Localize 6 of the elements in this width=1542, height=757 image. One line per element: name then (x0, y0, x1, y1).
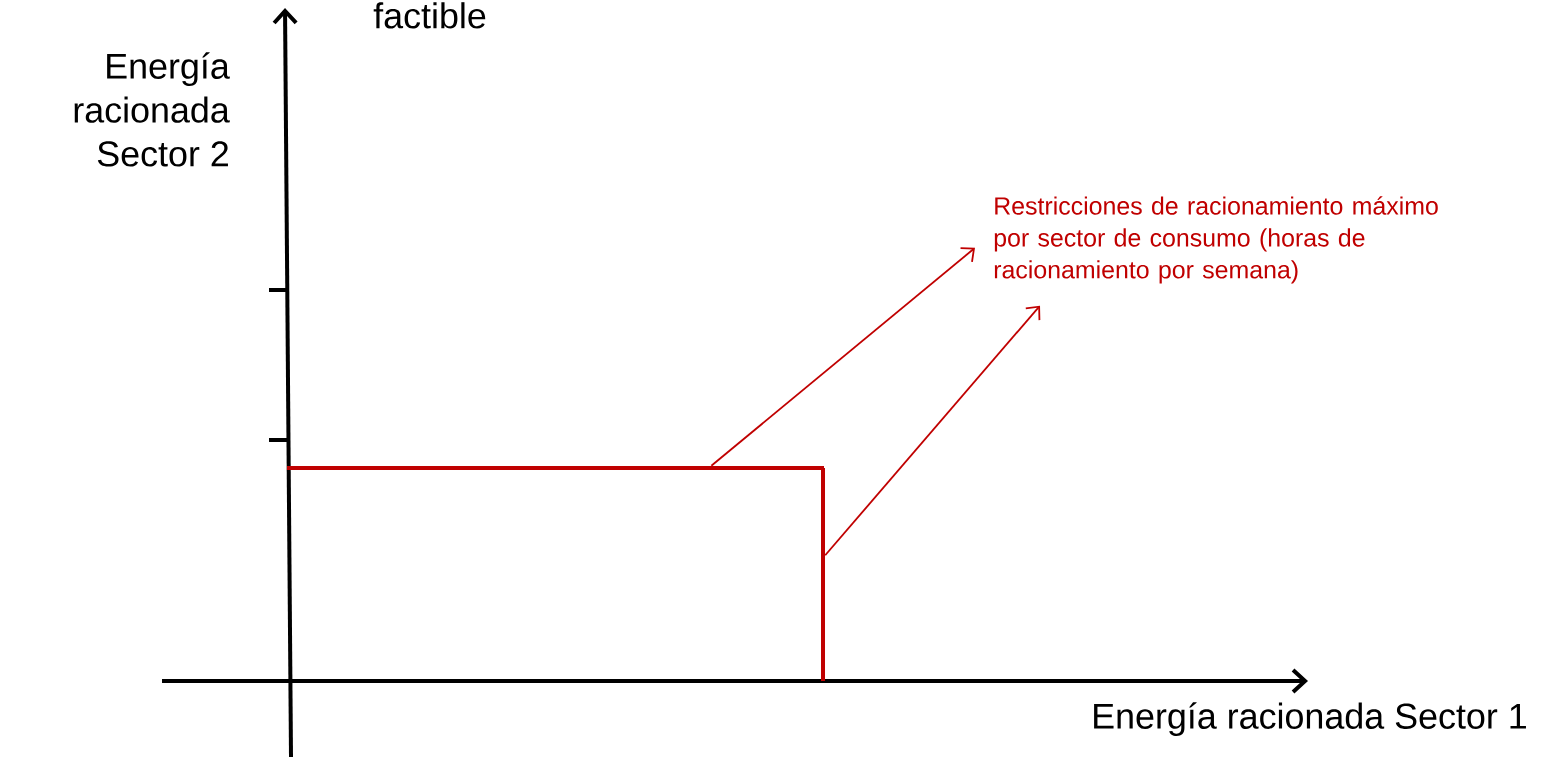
axis-label: factible (373, 2, 486, 29)
axis-label: Energía racionada Sector 2 (74, 52, 230, 167)
arrow (824, 305, 1041, 557)
arrow (710, 247, 975, 467)
annotation-text: Restricciones de racionamiento máximo por sector de consumo (horas de racionamiento por semana) (994, 196, 1438, 284)
axis-label: Energía racionada Sector 1 (1094, 702, 1526, 737)
